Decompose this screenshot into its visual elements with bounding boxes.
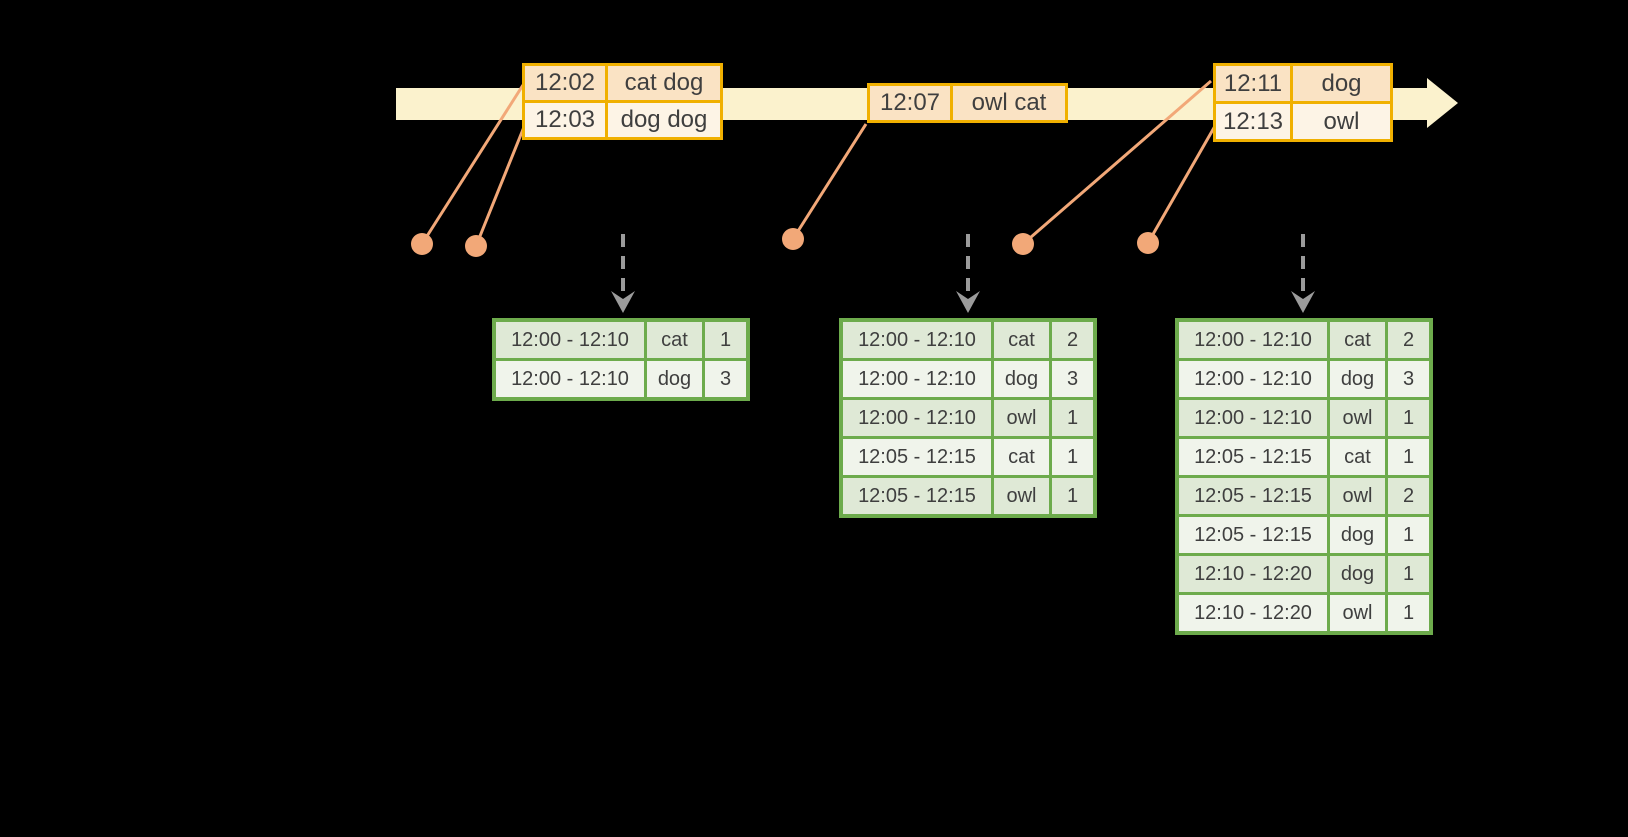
event-words-cell: owl cat (953, 86, 1065, 120)
count-cell: 3 (705, 361, 746, 397)
word-cell: dog (647, 361, 702, 397)
event-words-cell: dog dog (608, 103, 720, 137)
event-words-cell: dog (1293, 66, 1390, 101)
window-cell: 12:00 - 12:10 (1179, 400, 1327, 436)
count-cell: 1 (1388, 400, 1429, 436)
event-dot-12-03 (465, 235, 487, 257)
count-cell: 2 (1052, 322, 1093, 358)
window-cell: 12:05 - 12:15 (1179, 478, 1327, 514)
window-cell: 12:00 - 12:10 (496, 322, 644, 358)
window-cell: 12:05 - 12:15 (1179, 517, 1327, 553)
connector-line-12-13 (1146, 125, 1217, 244)
word-cell: owl (994, 478, 1049, 514)
count-cell: 3 (1388, 361, 1429, 397)
event-time-cell: 12:02 (525, 66, 605, 100)
count-cell: 1 (705, 322, 746, 358)
event-time-cell: 12:03 (525, 103, 605, 137)
event-connector-lines (420, 79, 1217, 247)
trigger-arrow-1-head-icon (611, 291, 635, 313)
count-cell: 2 (1388, 322, 1429, 358)
trigger-arrows (611, 234, 1315, 313)
word-cell: dog (1330, 361, 1385, 397)
word-cell: cat (647, 322, 702, 358)
word-cell: dog (1330, 556, 1385, 592)
word-cell: cat (1330, 439, 1385, 475)
count-cell: 1 (1052, 439, 1093, 475)
trigger-arrow-3-head-icon (1291, 291, 1315, 313)
word-cell: dog (994, 361, 1049, 397)
window-cell: 12:10 - 12:20 (1179, 556, 1327, 592)
word-cell: owl (1330, 595, 1385, 631)
count-cell: 2 (1388, 478, 1429, 514)
event-dot-12-13 (1137, 232, 1159, 254)
word-cell: cat (994, 439, 1049, 475)
window-cell: 12:00 - 12:10 (1179, 361, 1327, 397)
trigger-arrow-2-head-icon (956, 291, 980, 313)
event-dot-12-11 (1012, 233, 1034, 255)
window-cell: 12:00 - 12:10 (843, 322, 991, 358)
count-cell: 1 (1388, 517, 1429, 553)
count-cell: 1 (1388, 556, 1429, 592)
count-cell: 1 (1052, 400, 1093, 436)
window-cell: 12:00 - 12:10 (496, 361, 644, 397)
count-cell: 1 (1388, 439, 1429, 475)
timeline-arrowhead-icon (1427, 78, 1458, 128)
event-time-cell: 12:13 (1216, 104, 1290, 139)
window-cell: 12:00 - 12:10 (1179, 322, 1327, 358)
window-cell: 12:05 - 12:15 (843, 478, 991, 514)
event-words-cell: owl (1293, 104, 1390, 139)
count-cell: 3 (1052, 361, 1093, 397)
window-cell: 12:05 - 12:15 (1179, 439, 1327, 475)
count-cell: 1 (1388, 595, 1429, 631)
word-cell: cat (994, 322, 1049, 358)
connector-line-12-03 (474, 126, 526, 247)
word-cell: dog (1330, 517, 1385, 553)
event-dot-12-07 (782, 228, 804, 250)
word-cell: owl (1330, 400, 1385, 436)
event-dot-12-02 (411, 233, 433, 255)
word-cell: owl (1330, 478, 1385, 514)
window-cell: 12:10 - 12:20 (1179, 595, 1327, 631)
event-dots (411, 228, 1159, 257)
event-time-cell: 12:07 (870, 86, 950, 120)
window-cell: 12:00 - 12:10 (843, 361, 991, 397)
event-time-cell: 12:11 (1216, 66, 1290, 101)
event-words-cell: cat dog (608, 66, 720, 100)
word-cell: cat (1330, 322, 1385, 358)
connector-line-12-11 (1022, 79, 1212, 246)
count-cell: 1 (1052, 478, 1093, 514)
window-cell: 12:00 - 12:10 (843, 400, 991, 436)
window-cell: 12:05 - 12:15 (843, 439, 991, 475)
connector-line-12-07 (791, 123, 868, 240)
word-cell: owl (994, 400, 1049, 436)
connector-line-12-02 (420, 84, 525, 245)
